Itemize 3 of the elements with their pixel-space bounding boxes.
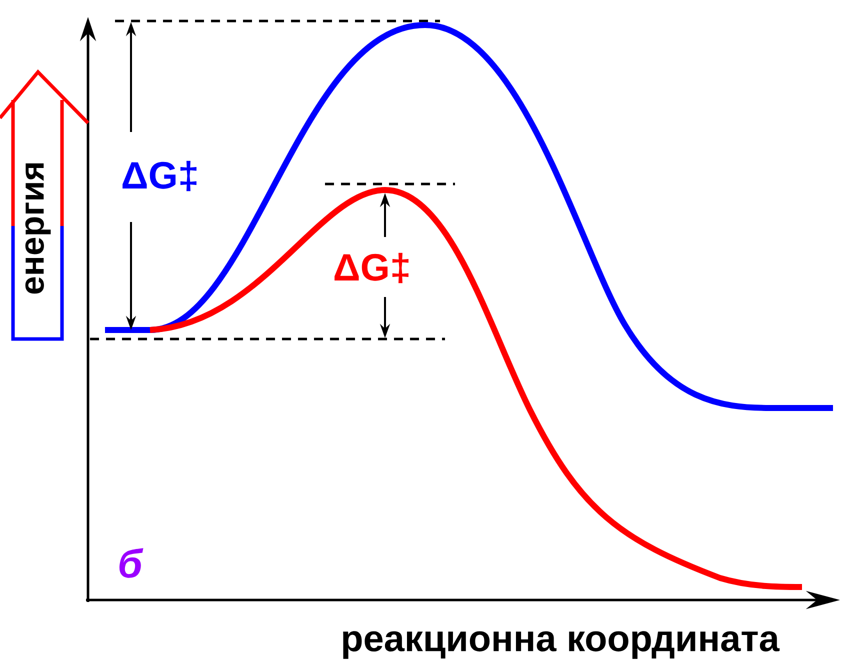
axis-title: реакционна координата [343, 631, 780, 659]
energy-barrier-label: ΔG‡ [334, 252, 408, 284]
panel-letter: б [119, 548, 144, 578]
